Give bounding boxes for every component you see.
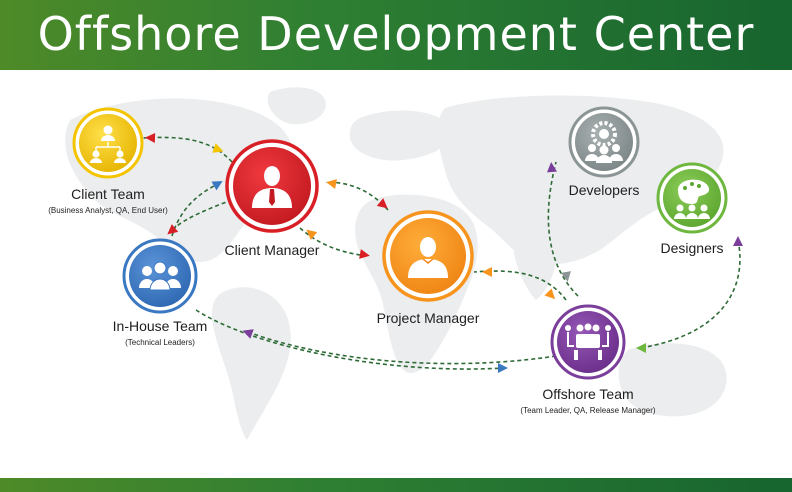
group-icon bbox=[139, 261, 181, 291]
header-band: Offshore Development Center bbox=[0, 0, 792, 70]
arrowhead-purple bbox=[547, 162, 557, 173]
arrowhead-red bbox=[359, 249, 370, 259]
client-team-node bbox=[72, 107, 144, 179]
arrowhead-orange bbox=[306, 229, 318, 240]
developers-node bbox=[568, 106, 640, 178]
arrowheads bbox=[145, 133, 743, 373]
arrowhead-purple bbox=[733, 236, 743, 246]
australia-shape bbox=[618, 343, 727, 417]
south-america-shape bbox=[211, 287, 291, 440]
page-title: Offshore Development Center bbox=[37, 7, 755, 61]
arrowhead-red bbox=[167, 224, 179, 235]
india-shape bbox=[513, 234, 556, 300]
team-hierarchy-icon bbox=[90, 125, 126, 163]
designers-name: Designers bbox=[660, 240, 724, 256]
arrowhead-orange bbox=[326, 179, 337, 189]
greenland-shape bbox=[267, 87, 326, 125]
arrowhead-orange bbox=[482, 267, 492, 277]
developers-label: Developers bbox=[554, 182, 654, 199]
arrowhead-gray bbox=[561, 271, 571, 282]
arrowhead-red bbox=[376, 198, 388, 209]
in-house-team-label: In-House Team (Technical Leaders) bbox=[90, 318, 230, 348]
palette-team-icon bbox=[674, 179, 710, 219]
business-person-icon bbox=[252, 166, 292, 208]
project-manager-label: Project Manager bbox=[358, 310, 498, 327]
connector-offshore-back-to-in-house bbox=[247, 331, 557, 365]
connector-in-house-to-offshore bbox=[195, 309, 505, 370]
in-house-team-subtitle: (Technical Leaders) bbox=[125, 338, 195, 347]
offshore-team-node bbox=[550, 304, 626, 380]
developers-name: Developers bbox=[568, 182, 640, 198]
client-team-subtitle: (Business Analyst, QA, End User) bbox=[48, 206, 168, 215]
connector-client-manager-to-project-manager bbox=[299, 227, 371, 257]
project-manager-node bbox=[382, 210, 474, 302]
meeting-table-icon bbox=[565, 323, 611, 360]
arrowhead-purple bbox=[242, 329, 254, 339]
offshore-team-name: Offshore Team bbox=[542, 386, 634, 402]
client-team-label: Client Team (Business Analyst, QA, End U… bbox=[28, 186, 188, 216]
connector-offshore-to-developers bbox=[547, 161, 579, 297]
arrowhead-blue bbox=[498, 363, 508, 373]
arrowhead-green bbox=[636, 343, 646, 353]
manager-icon bbox=[408, 237, 448, 278]
arrowhead-red bbox=[145, 133, 156, 143]
footer-band bbox=[0, 478, 792, 492]
connector-designers-to-offshore bbox=[639, 239, 741, 349]
in-house-team-name: In-House Team bbox=[112, 318, 208, 334]
designers-node bbox=[656, 162, 728, 234]
arrowhead-blue bbox=[211, 181, 223, 191]
offshore-team-subtitle: (Team Leader, QA, Release Manager) bbox=[520, 406, 656, 415]
in-house-team-node bbox=[122, 238, 198, 314]
client-manager-label: Client Manager bbox=[202, 242, 342, 259]
arrowhead-yellow bbox=[212, 143, 224, 153]
europe-shape bbox=[349, 110, 449, 161]
client-manager-node bbox=[225, 139, 319, 233]
asia-shape bbox=[438, 95, 724, 265]
client-team-name: Client Team bbox=[71, 186, 145, 202]
offshore-team-label: Offshore Team (Team Leader, QA, Release … bbox=[498, 386, 678, 416]
connector-client-manager-to-in-house bbox=[171, 199, 233, 231]
arrowhead-orange bbox=[544, 288, 556, 300]
client-manager-name: Client Manager bbox=[224, 242, 320, 258]
designers-label: Designers bbox=[642, 240, 742, 257]
project-manager-name: Project Manager bbox=[376, 310, 480, 326]
gear-team-icon bbox=[585, 121, 623, 163]
